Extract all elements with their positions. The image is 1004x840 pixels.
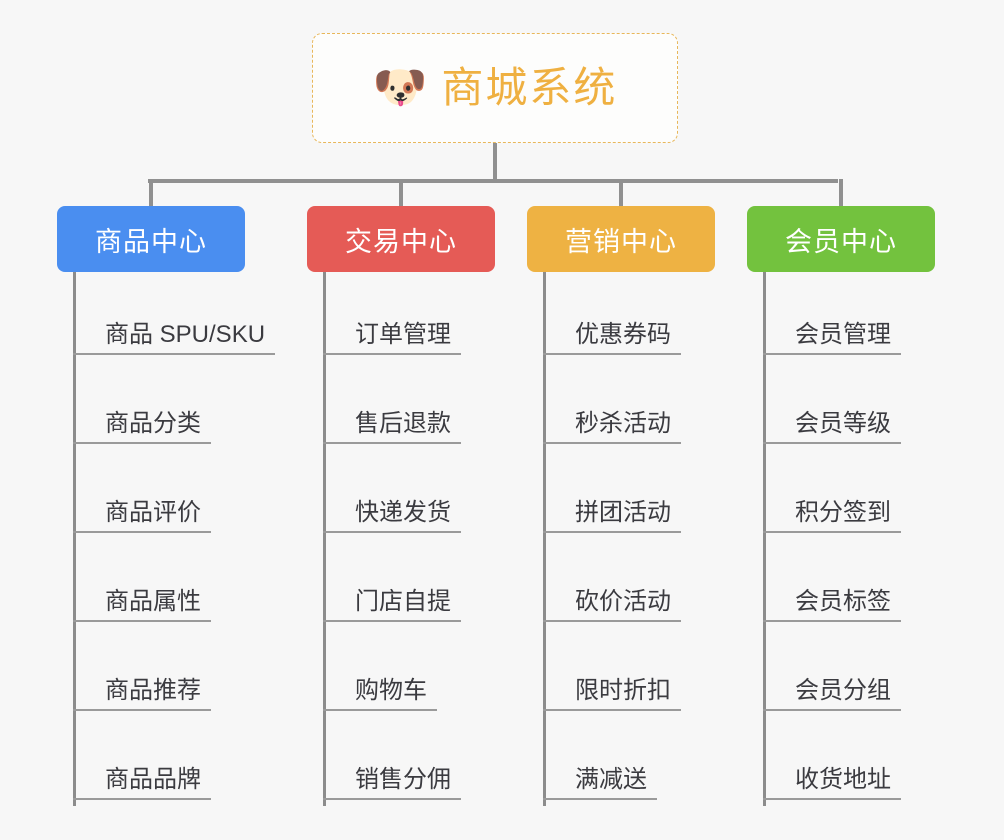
leaf-item[interactable]: 满减送: [543, 717, 715, 806]
category-label: 交易中心: [345, 226, 457, 257]
drop-connector-2: [399, 179, 403, 210]
category-box-3[interactable]: 营销中心: [527, 206, 715, 272]
leaf-item-label: 门店自提: [323, 590, 461, 622]
dog-face-icon: 🐶: [372, 63, 428, 112]
leaf-item-label: 会员管理: [763, 323, 901, 355]
leaf-item-label: 砍价活动: [543, 590, 681, 622]
category-column-1: 商品中心商品 SPU/SKU 商品分类商品评价商品属性商品推荐商品品牌: [57, 206, 276, 806]
leaf-item-label: 售后退款: [323, 412, 461, 444]
leaf-item[interactable]: 售后退款: [323, 361, 495, 450]
drop-connector-4: [839, 179, 843, 210]
leaf-item[interactable]: 门店自提: [323, 539, 495, 628]
leaf-item-label: 销售分佣: [323, 768, 461, 800]
leaf-item[interactable]: 会员等级: [763, 361, 935, 450]
category-label: 商品中心: [95, 226, 207, 257]
leaf-item[interactable]: 商品评价: [73, 450, 245, 539]
spine-connector-1: [73, 272, 76, 806]
category-column-3: 营销中心优惠券码秒杀活动拼团活动砍价活动限时折扣满减送: [527, 206, 715, 806]
horizontal-bus-connector: [148, 179, 838, 183]
leaf-item[interactable]: 商品属性: [73, 539, 245, 628]
leaf-item-label: 秒杀活动: [543, 412, 681, 444]
root-title: 商城系统: [441, 64, 618, 111]
leaf-item[interactable]: 拼团活动: [543, 450, 715, 539]
leaf-item-label: 收货地址: [763, 768, 901, 800]
leaf-item[interactable]: 销售分佣: [323, 717, 495, 806]
leaf-item[interactable]: 会员分组: [763, 628, 935, 717]
spine-connector-3: [543, 272, 546, 806]
category-column-4: 会员中心会员管理会员等级积分签到会员标签会员分组收货地址: [747, 206, 935, 806]
leaf-item[interactable]: 商品分类: [73, 361, 245, 450]
leaf-item-label: 会员分组: [763, 679, 901, 711]
spine-connector-4: [763, 272, 766, 806]
spine-connector-2: [323, 272, 326, 806]
leaf-item-label: 购物车: [323, 679, 437, 711]
leaf-item[interactable]: 会员管理: [763, 272, 935, 361]
leaf-item-label: 优惠券码: [543, 323, 681, 355]
leaf-item[interactable]: 购物车: [323, 628, 495, 717]
category-box-1[interactable]: 商品中心: [57, 206, 245, 272]
root-stem-connector: [493, 143, 497, 181]
leaf-item[interactable]: 会员标签: [763, 539, 935, 628]
drop-connector-3: [619, 179, 623, 210]
leaf-item-label: 商品分类: [73, 412, 211, 444]
leaf-item[interactable]: 商品推荐: [73, 628, 245, 717]
leaf-item-label: 订单管理: [323, 323, 461, 355]
leaf-list-2: 订单管理售后退款快递发货门店自提购物车销售分佣: [323, 272, 495, 806]
category-box-4[interactable]: 会员中心: [747, 206, 935, 272]
leaf-item[interactable]: 限时折扣: [543, 628, 715, 717]
category-label: 营销中心: [565, 226, 677, 257]
root-node[interactable]: 🐶 商城系统: [312, 33, 678, 143]
leaf-item-label: 商品品牌: [73, 768, 211, 800]
leaf-item-label: 满减送: [543, 768, 657, 800]
leaf-item[interactable]: 订单管理: [323, 272, 495, 361]
leaf-item-label: 商品 SPU/SKU: [73, 323, 276, 355]
leaf-item[interactable]: 商品品牌: [73, 717, 245, 806]
leaf-item[interactable]: 积分签到: [763, 450, 935, 539]
leaf-item[interactable]: 秒杀活动: [543, 361, 715, 450]
leaf-item-label: 商品属性: [73, 590, 211, 622]
drop-connector-1: [149, 179, 153, 210]
leaf-item[interactable]: 砍价活动: [543, 539, 715, 628]
leaf-item[interactable]: 收货地址: [763, 717, 935, 806]
category-column-2: 交易中心订单管理售后退款快递发货门店自提购物车销售分佣: [307, 206, 495, 806]
leaf-item[interactable]: 快递发货: [323, 450, 495, 539]
leaf-item-label: 快递发货: [323, 501, 461, 533]
leaf-item[interactable]: 商品 SPU/SKU: [73, 272, 276, 361]
leaf-item-label: 商品推荐: [73, 679, 211, 711]
leaf-item-label: 商品评价: [73, 501, 211, 533]
leaf-list-4: 会员管理会员等级积分签到会员标签会员分组收货地址: [763, 272, 935, 806]
leaf-list-1: 商品 SPU/SKU 商品分类商品评价商品属性商品推荐商品品牌: [73, 272, 276, 806]
leaf-item[interactable]: 优惠券码: [543, 272, 715, 361]
category-label: 会员中心: [785, 226, 897, 257]
leaf-item-label: 限时折扣: [543, 679, 681, 711]
leaf-list-3: 优惠券码秒杀活动拼团活动砍价活动限时折扣满减送: [543, 272, 715, 806]
leaf-item-label: 拼团活动: [543, 501, 681, 533]
leaf-item-label: 会员标签: [763, 590, 901, 622]
leaf-item-label: 会员等级: [763, 412, 901, 444]
leaf-item-label: 积分签到: [763, 501, 901, 533]
category-box-2[interactable]: 交易中心: [307, 206, 495, 272]
